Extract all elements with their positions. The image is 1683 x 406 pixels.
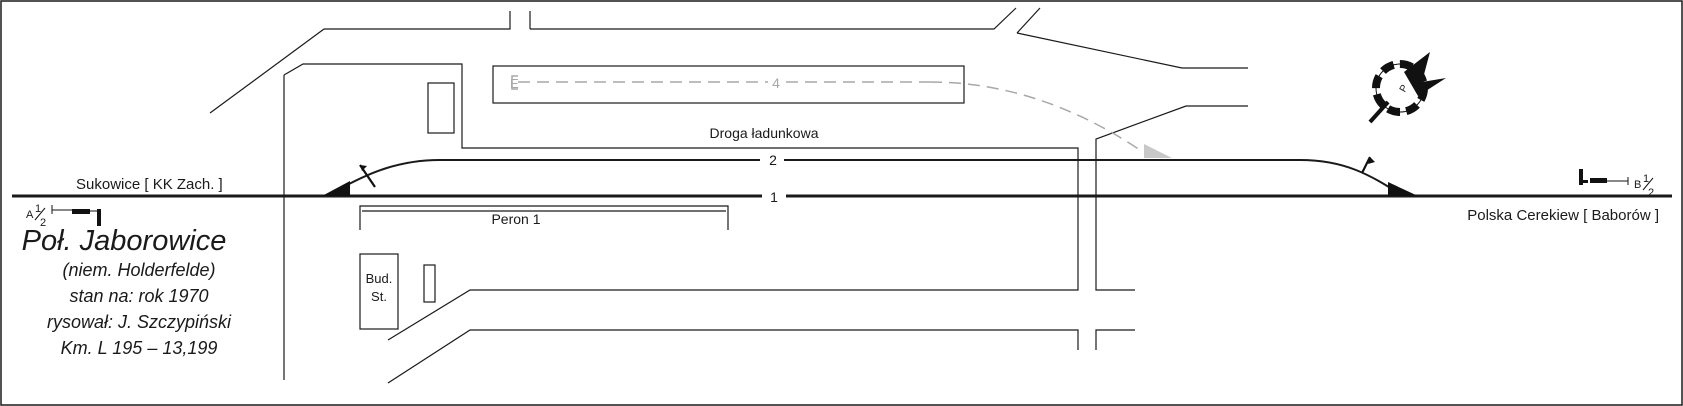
- track-4-stop-letter: E: [510, 76, 519, 91]
- derailer-right-flag: [1368, 157, 1375, 164]
- track-1-label: 1: [770, 189, 778, 205]
- signal-b-letter: B: [1634, 179, 1641, 191]
- road-label: Droga ładunkowa: [710, 125, 819, 141]
- track-4-dismantled: [518, 81, 1141, 151]
- signal-b: [1579, 169, 1629, 185]
- info-line-2: stan na: rok 1970: [69, 286, 208, 306]
- station-title: Poł. Jaborowice: [22, 225, 227, 257]
- building-label-line2: St.: [371, 289, 387, 304]
- direction-left-label: Sukowice [ KK Zach. ]: [76, 176, 223, 193]
- switch-right: [1388, 182, 1418, 196]
- signal-b-frac-den: 2: [1648, 187, 1654, 199]
- road-outlines: [209, 7, 1248, 384]
- station-building: [359, 253, 399, 330]
- building-label-line1: Bud.: [366, 271, 393, 286]
- switch-left: [322, 181, 350, 196]
- signal-a-frac-num: 1: [35, 203, 41, 215]
- platform-1: [359, 205, 729, 230]
- signal-a: [51, 205, 101, 226]
- info-line-3: rysował: J. Szczypiński: [47, 312, 232, 332]
- track-4-buffer-stop: [511, 75, 518, 90]
- platform-label: Peron 1: [491, 211, 540, 227]
- signal-b-frac-num: 1: [1643, 173, 1649, 185]
- info-line-1: (niem. Holderfelde): [62, 260, 215, 280]
- direction-right-label: Polska Cerekiew [ Baborów ]: [1467, 207, 1659, 224]
- compass-icon: [1368, 52, 1446, 124]
- loading-yard: [492, 65, 965, 104]
- compass-letter: P: [1398, 83, 1411, 95]
- derailer-left-flag: [360, 165, 367, 171]
- track-2: [337, 159, 1401, 195]
- info-line-4: Km. L 195 – 13,199: [61, 338, 218, 358]
- shed: [423, 264, 436, 303]
- track-4-label: 4: [772, 75, 780, 91]
- derailer-right: [1361, 156, 1371, 174]
- signal-a-letter: A: [26, 209, 34, 221]
- signal-a-frac-den: 2: [40, 217, 46, 229]
- track-4-switch-frog: [1144, 144, 1172, 158]
- track-2-label: 2: [769, 152, 777, 168]
- small-building: [427, 82, 455, 134]
